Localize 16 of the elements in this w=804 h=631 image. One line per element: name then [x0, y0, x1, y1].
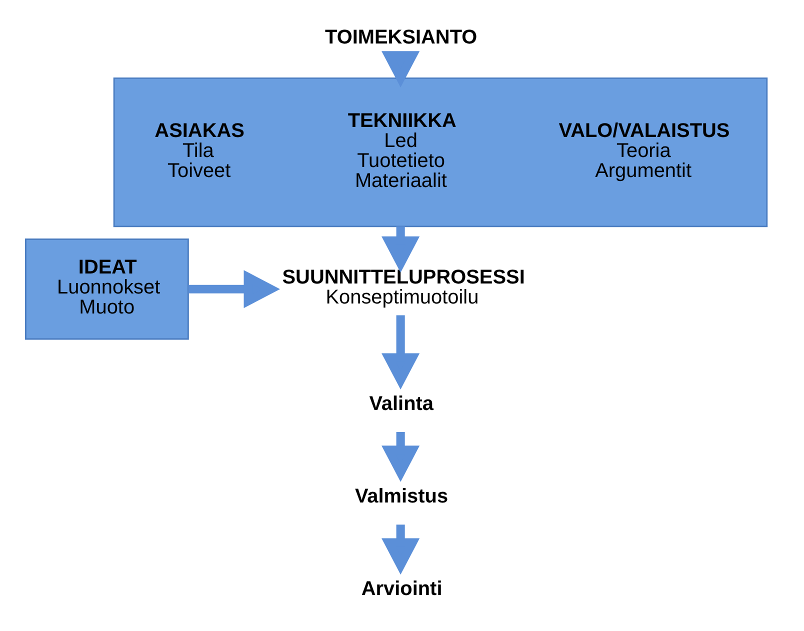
node-text: TEKNIIKKA Led Tuotetieto Materiaalit	[348, 110, 456, 192]
node-text: Valinta	[369, 392, 434, 415]
cluster	[113, 77, 768, 228]
arrow	[382, 226, 420, 273]
node-text: SUUNNITTELUPROSESSI Konseptimuotoilu	[282, 266, 525, 309]
node-text: Arviointi	[361, 578, 442, 600]
node-box: IDEAT Luonnokset Muoto	[24, 238, 189, 340]
node-text: Valmistus	[354, 486, 448, 508]
node-text: TOIMEKSIANTO	[325, 26, 478, 49]
arrow	[382, 432, 420, 482]
arrow	[382, 315, 420, 390]
node-text: ASIAKAS Tila Toiveet	[154, 120, 244, 182]
arrow	[382, 524, 420, 575]
arrow	[188, 270, 280, 308]
node-text: VALO/VALAISTUS Teoria Argumentit	[558, 120, 730, 182]
arrow	[382, 51, 420, 88]
